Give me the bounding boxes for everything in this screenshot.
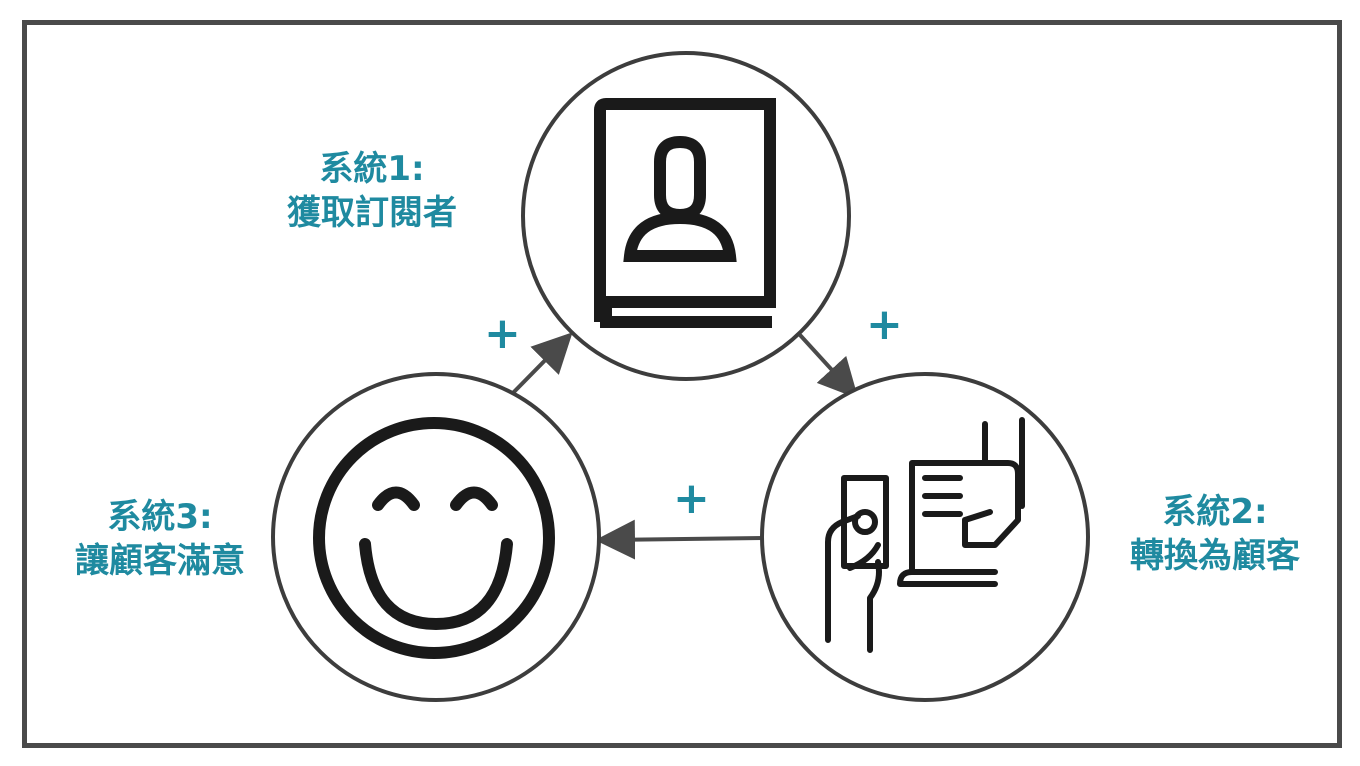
system-1-title: 系統1: <box>319 149 425 189</box>
plus-sign-s3-to-s1: + <box>484 308 521 359</box>
system-2-subtitle: 轉換為顧客 <box>1130 536 1300 576</box>
subscriber-book-icon <box>594 98 776 328</box>
system-2-circle <box>760 372 1090 702</box>
smiley-face-icon <box>313 417 555 659</box>
arrow-s3-to-s1 <box>506 332 573 400</box>
system-3-title: 系統3: <box>107 497 213 537</box>
system-2-label: 系統2: 轉換為顧客 <box>1095 490 1335 578</box>
system-1-label: 系統1: 獲取訂閱者 <box>252 147 492 235</box>
system-2-title: 系統2: <box>1162 492 1268 532</box>
plus-sign-s2-to-s3: + <box>673 473 710 524</box>
arrow-s2-to-s3 <box>595 519 769 560</box>
arrow-s1-to-s2 <box>798 333 859 399</box>
payment-exchange-icon <box>825 417 1025 653</box>
plus-sign-s1-to-s2: + <box>866 299 903 350</box>
system-3-label: 系統3: 讓顧客滿意 <box>40 495 280 583</box>
system-3-subtitle: 讓顧客滿意 <box>75 541 245 581</box>
system-1-subtitle: 獲取訂閱者 <box>287 193 457 233</box>
